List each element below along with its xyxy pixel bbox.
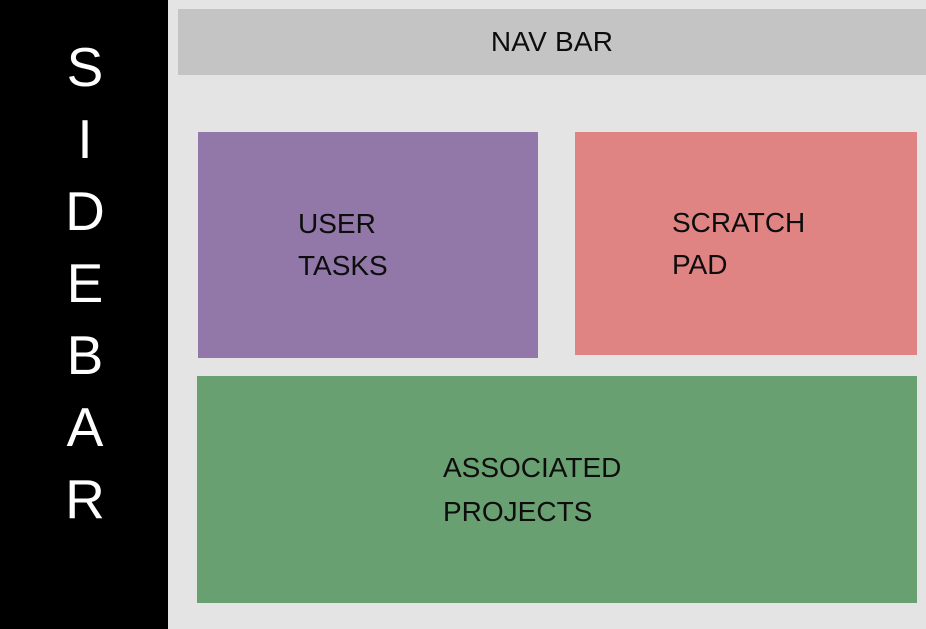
sidebar-letter-2: I	[77, 108, 93, 170]
nav-bar[interactable]: NAV BAR	[178, 9, 926, 75]
panel-user-tasks[interactable]: USER TASKS	[198, 132, 538, 358]
panel-associated-projects-label-line2: PROJECTS	[443, 495, 593, 527]
panel-associated-projects[interactable]: ASSOCIATED PROJECTS	[197, 376, 917, 603]
panel-scratch-pad-label-line2: PAD	[672, 248, 728, 280]
panel-scratch-pad-label-line1: SCRATCH	[672, 206, 806, 238]
sidebar-vertical-label: S I D E B A R	[0, 31, 168, 535]
sidebar-letter-1: S	[66, 36, 104, 98]
nav-bar-label: NAV BAR	[490, 26, 614, 57]
sidebar-letter-3: D	[65, 180, 105, 242]
panel-associated-projects-label-line1: ASSOCIATED	[443, 451, 622, 483]
panel-user-tasks-label-line2: TASKS	[298, 250, 388, 281]
sidebar-letter-6: A	[66, 396, 104, 458]
panel-user-tasks-label-line1: USER	[298, 208, 376, 239]
panel-scratch-pad[interactable]: SCRATCH PAD	[575, 132, 917, 355]
sidebar-letter-4: E	[66, 252, 104, 314]
sidebar-letter-7: R	[65, 468, 105, 530]
sidebar[interactable]: S I D E B A R	[0, 0, 168, 629]
sidebar-letter-5: B	[66, 324, 104, 386]
